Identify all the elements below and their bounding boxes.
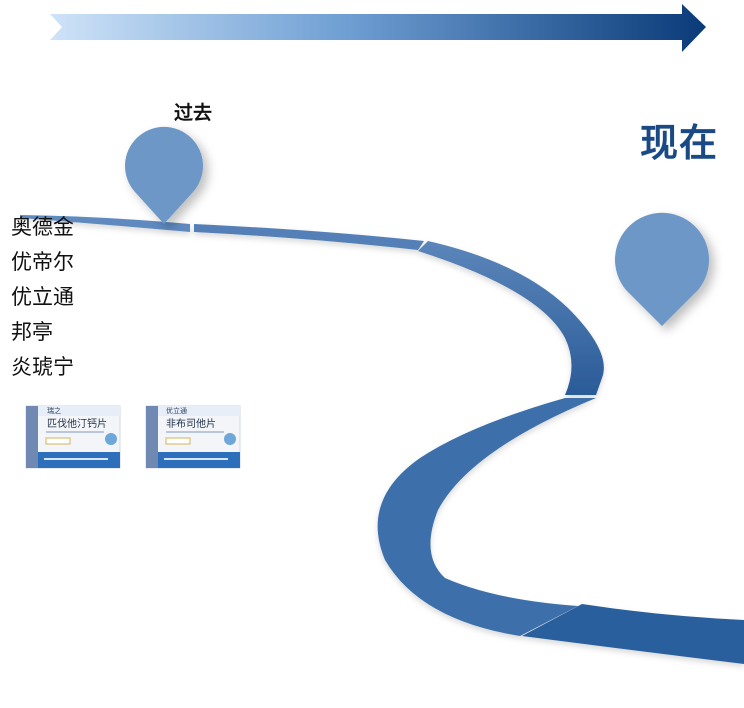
product-box-2-brand: 优立通 [166, 406, 187, 415]
present-label: 现在 [640, 121, 719, 165]
product-box-1-name: 匹伐他汀钙片 [47, 417, 107, 430]
past-product-item: 炎琥宁 [11, 355, 74, 379]
past-product-item: 优立通 [11, 285, 74, 309]
timeline-arrow [50, 4, 706, 52]
past-label: 过去 [174, 102, 213, 124]
product-box-2-name: 非布司他片 [166, 417, 216, 430]
product-box-1-image: 瑞之 匹伐他汀钙片 [25, 405, 121, 469]
past-location-pin-icon [125, 126, 204, 224]
past-product-item: 邦亭 [11, 320, 53, 344]
road-segment-4 [377, 398, 596, 636]
winding-road [20, 215, 744, 664]
past-products-list: 奥德金 优帝尔 优立通 邦亭 炎琥宁 [11, 210, 74, 385]
product-box-1-brand: 瑞之 [47, 406, 61, 415]
product-box-2-image: 优立通 非布司他片 [145, 405, 241, 469]
road-segment-2 [194, 224, 424, 250]
road-segment-5 [522, 604, 744, 664]
past-product-item: 优帝尔 [11, 250, 74, 274]
road-segment-3 [418, 241, 604, 395]
road-segment-1 [20, 215, 190, 232]
past-product-item: 奥德金 [11, 215, 74, 239]
present-location-pin-icon [615, 212, 709, 326]
